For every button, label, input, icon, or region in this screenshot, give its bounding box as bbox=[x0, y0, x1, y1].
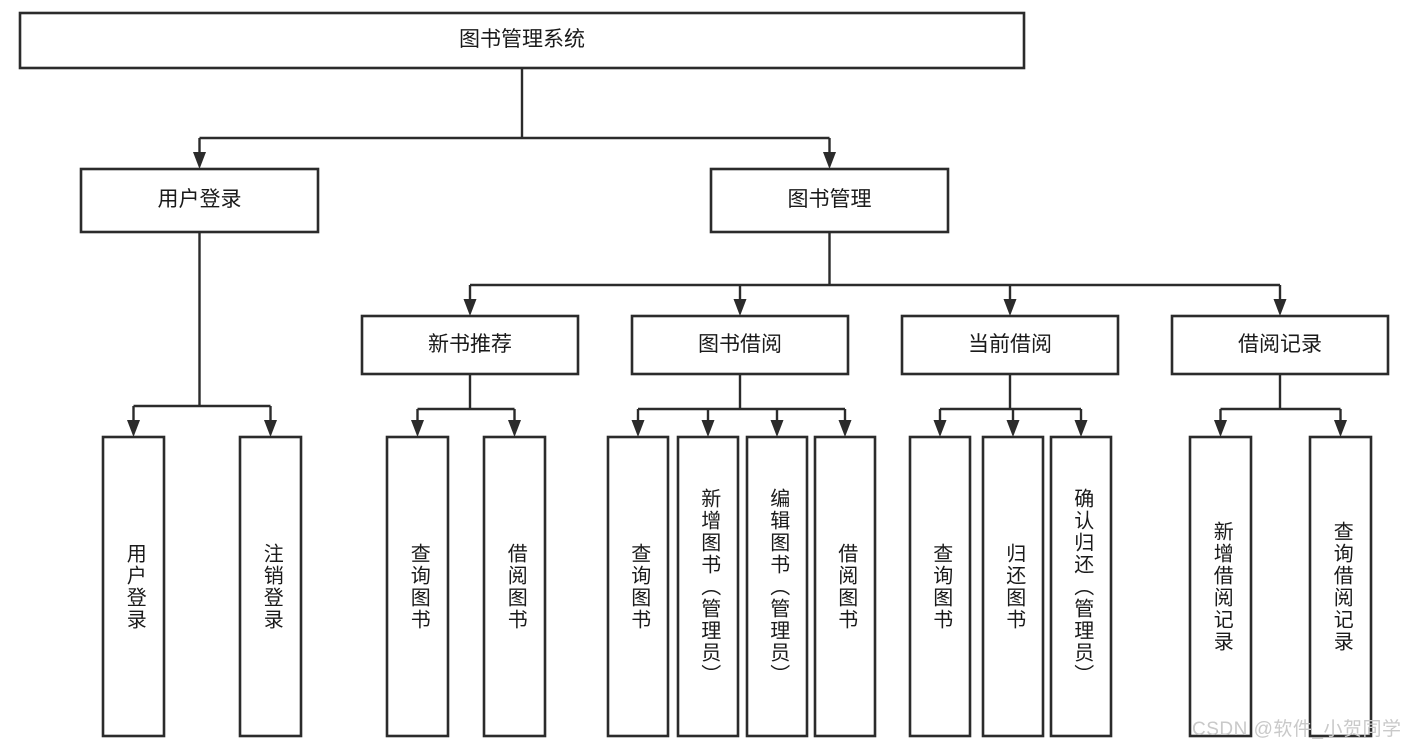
arrow-head-current-borrow-0 bbox=[933, 420, 947, 437]
arrow-head-user-login-1 bbox=[264, 420, 277, 437]
arrow-head-current-borrow-1 bbox=[1006, 420, 1020, 437]
node-box-leaf-query-book-1[interactable] bbox=[385, 435, 450, 738]
node-box-leaf-user-login[interactable] bbox=[101, 435, 166, 738]
node-label-leaf-return-book: 归还图书 bbox=[1002, 542, 1025, 631]
node-boxes-group bbox=[18, 11, 1390, 738]
node-box-leaf-borrow-book-1[interactable] bbox=[482, 435, 547, 738]
node-label-new-book-rec: 新书推荐 bbox=[428, 332, 512, 356]
node-label-leaf-confirm-return: 确认归还（管理员） bbox=[1070, 487, 1093, 686]
arrow-head-book-manage-0 bbox=[463, 299, 477, 316]
node-box-current-borrow[interactable] bbox=[900, 314, 1120, 376]
node-label-user-login: 用户登录 bbox=[157, 188, 242, 212]
node-box-leaf-query-book-3[interactable] bbox=[908, 435, 972, 738]
node-label-leaf-borrow-book-1: 借阅图书 bbox=[504, 542, 527, 631]
node-label-leaf-user-login: 用户登录 bbox=[123, 542, 146, 631]
edges-group bbox=[127, 68, 1347, 437]
node-box-new-book-rec[interactable] bbox=[360, 314, 580, 376]
node-label-leaf-add-book: 新增图书（管理员） bbox=[697, 487, 720, 686]
node-label-leaf-user-logout: 注销登录 bbox=[260, 542, 283, 631]
node-label-borrow-record: 借阅记录 bbox=[1238, 332, 1322, 356]
node-label-current-borrow: 当前借阅 bbox=[968, 332, 1052, 356]
node-label-leaf-query-book-1: 查询图书 bbox=[407, 542, 430, 631]
node-label-leaf-add-record: 新增借阅记录 bbox=[1210, 520, 1233, 653]
arrow-head-book-manage-3 bbox=[1273, 299, 1287, 316]
arrow-head-book-borrow-0 bbox=[631, 420, 645, 437]
arrow-head-book-borrow-3 bbox=[838, 420, 852, 437]
arrow-head-borrow-record-1 bbox=[1334, 420, 1347, 437]
node-label-book-manage: 图书管理 bbox=[787, 188, 872, 212]
node-box-leaf-query-record[interactable] bbox=[1308, 435, 1373, 738]
arrow-head-book-manage-1 bbox=[733, 299, 747, 316]
arrow-head-current-borrow-2 bbox=[1074, 420, 1088, 437]
csdn-watermark: CSDN @软件_小贺同学 bbox=[1192, 719, 1402, 740]
arrow-head-root-0 bbox=[193, 152, 206, 169]
node-box-leaf-return-book[interactable] bbox=[981, 435, 1045, 738]
node-box-leaf-add-book[interactable] bbox=[676, 435, 740, 738]
node-box-root[interactable] bbox=[18, 11, 1026, 70]
arrow-head-borrow-record-0 bbox=[1214, 420, 1227, 437]
node-box-leaf-user-logout[interactable] bbox=[238, 435, 303, 738]
node-label-leaf-query-book-2: 查询图书 bbox=[627, 542, 650, 631]
node-box-leaf-borrow-book-2[interactable] bbox=[813, 435, 877, 738]
node-box-user-login[interactable] bbox=[79, 167, 320, 234]
node-box-leaf-add-record[interactable] bbox=[1188, 435, 1253, 738]
arrow-head-book-manage-2 bbox=[1003, 299, 1017, 316]
arrow-head-book-borrow-2 bbox=[770, 420, 784, 437]
node-box-leaf-confirm-return[interactable] bbox=[1049, 435, 1113, 738]
node-label-leaf-borrow-book-2: 借阅图书 bbox=[834, 542, 857, 631]
node-label-root: 图书管理系统 bbox=[459, 28, 585, 52]
node-label-leaf-edit-book: 编辑图书（管理员） bbox=[766, 487, 789, 686]
node-box-leaf-query-book-2[interactable] bbox=[606, 435, 670, 738]
node-label-book-borrow: 图书借阅 bbox=[698, 332, 782, 356]
arrow-head-new-book-rec-1 bbox=[508, 420, 521, 437]
arrow-head-root-1 bbox=[823, 152, 836, 169]
node-label-leaf-query-book-3: 查询图书 bbox=[929, 542, 952, 631]
arrow-head-new-book-rec-0 bbox=[411, 420, 424, 437]
arrow-head-user-login-0 bbox=[127, 420, 140, 437]
arrow-head-book-borrow-1 bbox=[701, 420, 715, 437]
node-label-leaf-query-record: 查询借阅记录 bbox=[1330, 520, 1353, 653]
